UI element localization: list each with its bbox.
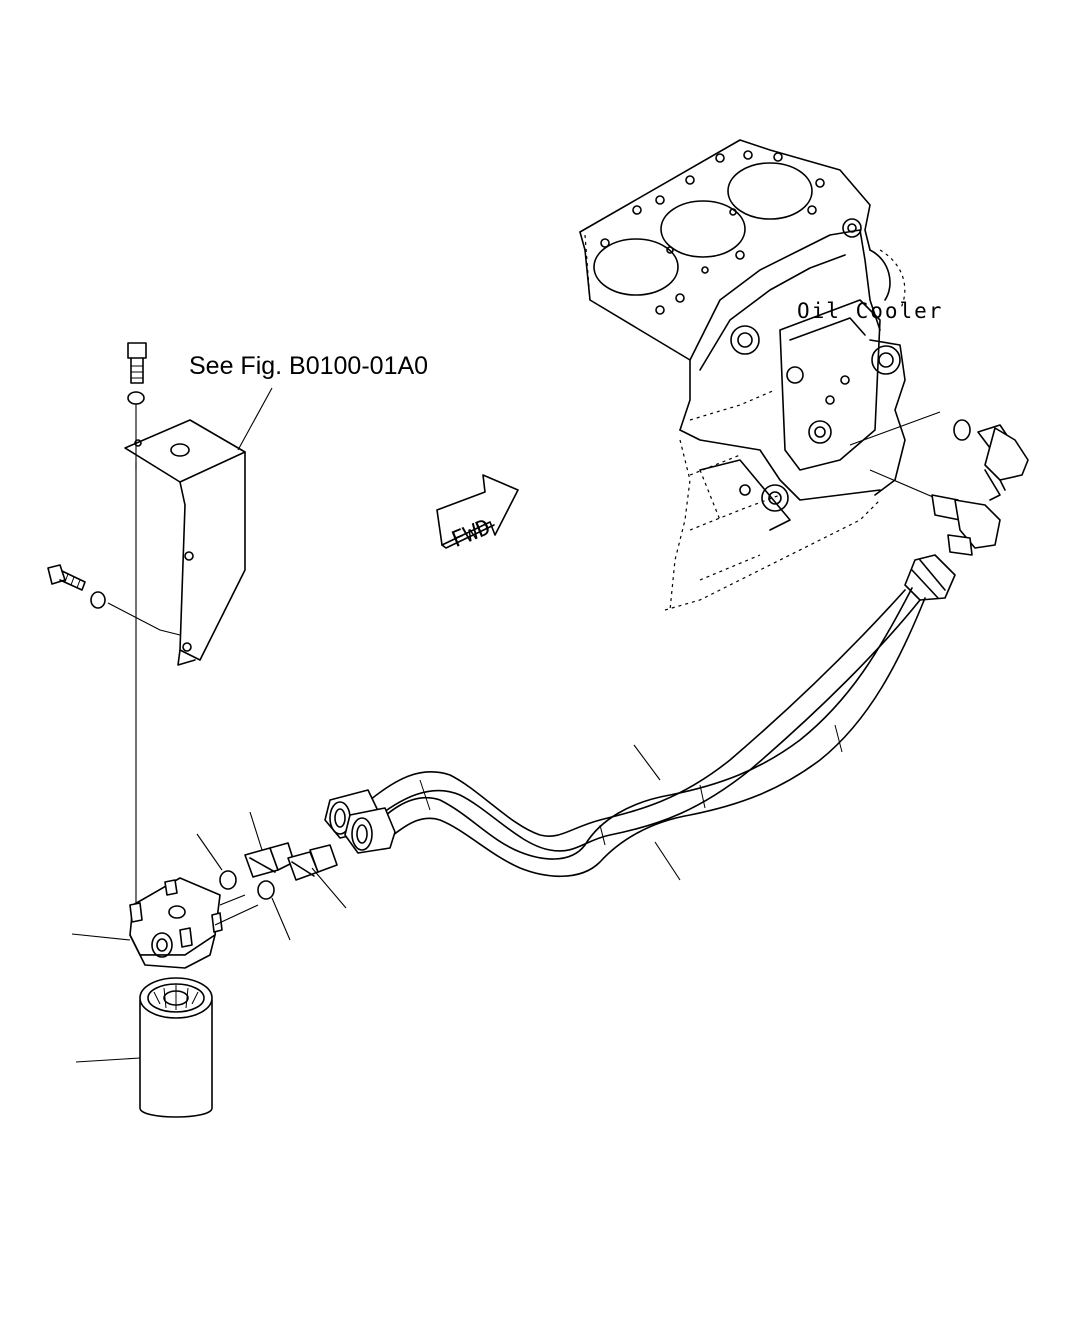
bracket-assembly bbox=[47, 342, 246, 905]
cylinder-bore-3 bbox=[727, 162, 813, 220]
upper-elbow-fitting bbox=[977, 424, 1029, 501]
lower-elbow-fitting bbox=[931, 494, 1001, 556]
adapter-oring-upper bbox=[219, 870, 237, 890]
see-fig-label: See Fig. B0100-01A0 bbox=[189, 352, 428, 380]
adapter-oring-lower bbox=[257, 880, 275, 900]
adapter-fittings bbox=[219, 842, 338, 900]
see-fig-leader bbox=[237, 387, 273, 451]
oil-filter bbox=[139, 977, 213, 1118]
oil-cooler-label: Oil Cooler bbox=[797, 299, 943, 323]
side-washer bbox=[90, 591, 106, 609]
cooler-fittings bbox=[849, 411, 1029, 601]
reference-leaders bbox=[71, 387, 681, 1063]
oil-hoses bbox=[369, 587, 926, 878]
cooler-oring bbox=[953, 419, 971, 441]
filter-head bbox=[129, 877, 259, 969]
side-bolt-head bbox=[47, 564, 66, 585]
bracket-top-plate bbox=[124, 419, 246, 483]
cylinder-bore-2 bbox=[660, 200, 746, 258]
head-bolt-holes bbox=[600, 150, 825, 315]
hose-end-cooler bbox=[904, 554, 956, 601]
engine-block bbox=[579, 139, 906, 611]
cylinder-bore-1 bbox=[593, 238, 679, 296]
oil-cooler-housing bbox=[779, 299, 881, 471]
fwd-arrow: FWD bbox=[436, 474, 519, 553]
hose-end-nuts bbox=[324, 789, 396, 854]
bracket-bolt-head bbox=[127, 342, 147, 359]
bracket-washer bbox=[127, 391, 145, 405]
